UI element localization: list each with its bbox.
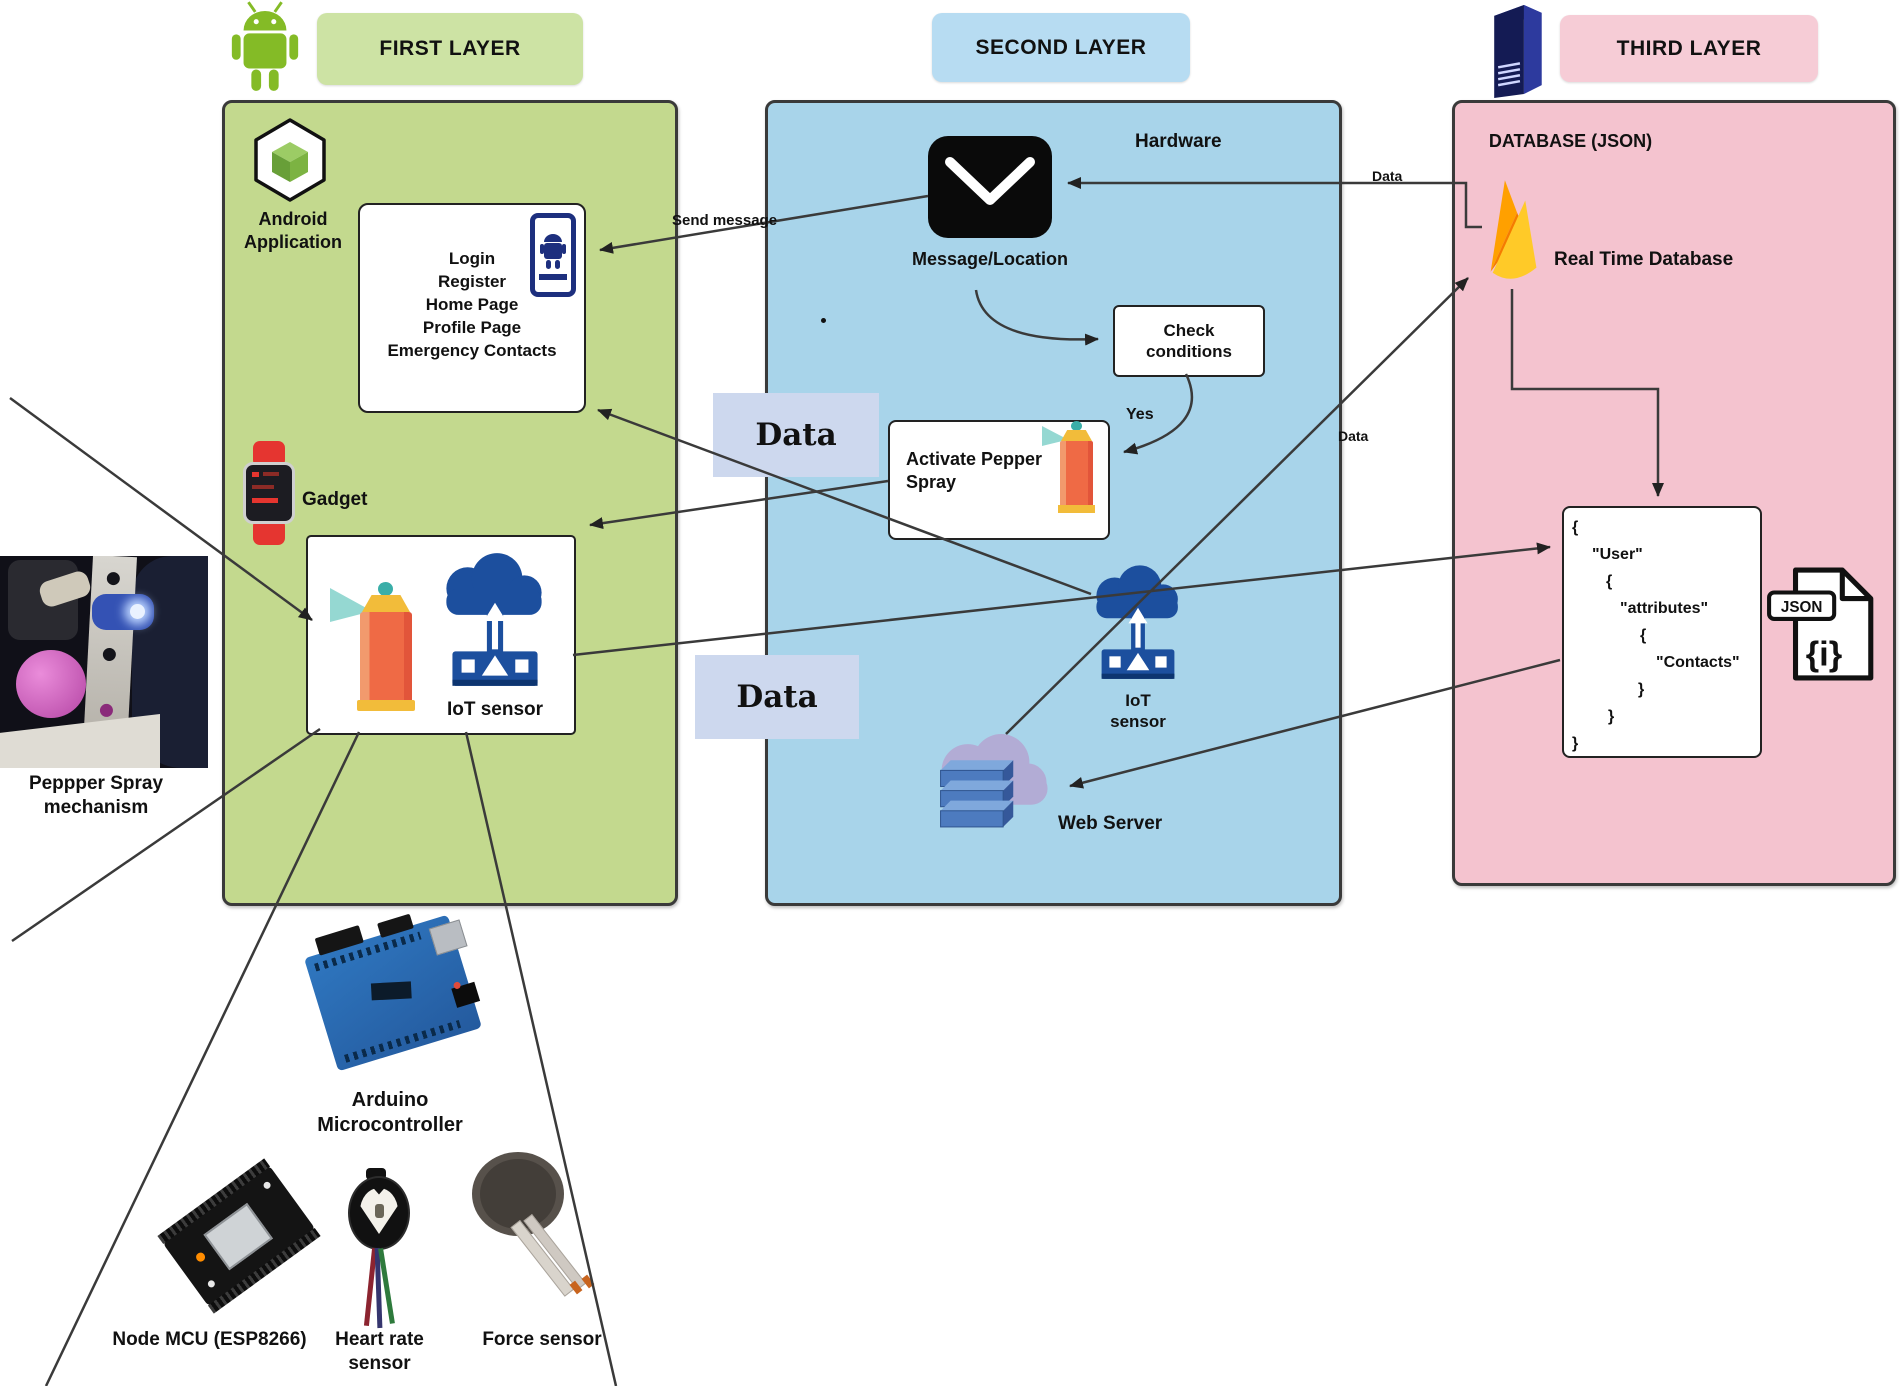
data-chip-bottom-label: Data xyxy=(736,679,818,715)
data-chip-bottom: Data xyxy=(695,655,859,739)
app-screen-item: Login xyxy=(448,249,496,268)
pepper-spray-mechanism-photo xyxy=(0,556,208,768)
json-file-glyph: {i} xyxy=(1806,636,1843,674)
app-screens-box: Login Register Home Page Profile Page Em… xyxy=(358,203,586,413)
web-server-label: Web Server xyxy=(1058,813,1163,834)
json-line: "Contacts" xyxy=(1656,654,1740,671)
nodemcu-label: Node MCU (ESP8266) xyxy=(112,1329,307,1350)
arduino-label: Arduino Microcontroller xyxy=(317,1089,463,1136)
data-mid-label: Data xyxy=(1338,428,1369,444)
json-line: "User" xyxy=(1592,546,1643,563)
json-file-tag: JSON xyxy=(1781,599,1823,616)
gadget-label: Gadget xyxy=(302,489,368,510)
iot-cloud-icon-first-layer xyxy=(446,553,542,686)
app-screen-item: Emergency Contacts xyxy=(387,341,557,360)
json-line: { xyxy=(1606,573,1613,590)
json-line: } xyxy=(1638,681,1645,698)
check-conditions-label: Check conditions xyxy=(1146,320,1232,361)
firebase-icon xyxy=(1490,180,1537,279)
send-message-label: Send message xyxy=(672,212,778,229)
json-line: "attributes" xyxy=(1620,600,1709,617)
pepper-spray-can-icon xyxy=(330,580,416,716)
first-layer-badge-label: FIRST LAYER xyxy=(379,37,521,60)
third-layer-badge-label: THIRD LAYER xyxy=(1616,36,1762,60)
gadget-watch-icon xyxy=(243,441,295,545)
first-layer-badge: FIRST LAYER xyxy=(317,13,583,85)
arduino-photo xyxy=(302,898,482,1094)
force-sensor-label: Force sensor xyxy=(482,1329,602,1350)
phone-icon xyxy=(530,213,576,297)
heart-rate-label: Heart rate sensor xyxy=(335,1329,424,1374)
json-line: { xyxy=(1572,519,1579,536)
web-server-icon xyxy=(940,734,1048,828)
app-screens-list: Login Register Home Page Profile Page Em… xyxy=(360,247,584,362)
iot-cloud-icon-second-layer xyxy=(1096,565,1178,679)
data-chip-top: Data xyxy=(713,393,879,477)
second-layer-badge-label: SECOND LAYER xyxy=(975,35,1147,59)
app-screen-item: Home Page xyxy=(425,295,519,314)
android-application-icon xyxy=(254,118,326,202)
data-chip-top-label: Data xyxy=(755,417,837,453)
third-layer-badge: THIRD LAYER xyxy=(1560,15,1818,82)
iot-sensor-label-second-layer: IoT sensor xyxy=(1110,691,1166,732)
heart-rate-photo xyxy=(344,1168,420,1329)
stray-dot xyxy=(821,318,826,323)
json-line: { xyxy=(1640,627,1647,644)
app-screen-item: Profile Page xyxy=(422,318,522,337)
envelope-icon xyxy=(928,136,1052,238)
check-conditions-box: Check conditions xyxy=(1113,305,1265,377)
json-file-icon: JSON {i} xyxy=(1767,567,1874,681)
nodemcu-photo xyxy=(157,1158,321,1320)
data-gap-label: Data xyxy=(1372,168,1403,184)
activate-pepper-spray-label: Activate Pepper Spray xyxy=(906,449,1043,492)
android-robot-icon xyxy=(231,1,299,91)
iot-sensor-box-first-layer xyxy=(306,535,576,735)
android-application-label: Android Application xyxy=(244,209,342,252)
json-line: } xyxy=(1572,735,1579,752)
pepper-spray-can-icon-small xyxy=(1042,420,1098,520)
message-location-label: Message/Location xyxy=(911,249,1069,269)
hardware-label: Hardware xyxy=(1135,131,1222,152)
app-screen-item: Register xyxy=(437,272,507,291)
yes-label: Yes xyxy=(1126,406,1154,423)
database-json-label: DATABASE (JSON) xyxy=(1488,131,1653,151)
pepper-spray-mechanism-label: Peppper Spray mechanism xyxy=(28,773,164,818)
second-layer-badge: SECOND LAYER xyxy=(932,13,1190,82)
force-sensor-photo xyxy=(458,1148,598,1298)
json-line: } xyxy=(1608,708,1615,725)
iot-sensor-label-first-layer: IoT sensor xyxy=(446,699,544,720)
real-time-database-label: Real Time Database xyxy=(1554,249,1734,270)
server-tower-icon xyxy=(1494,4,1542,99)
json-structure-box: { "User" { "attributes" { "Contacts" } }… xyxy=(1562,506,1762,758)
